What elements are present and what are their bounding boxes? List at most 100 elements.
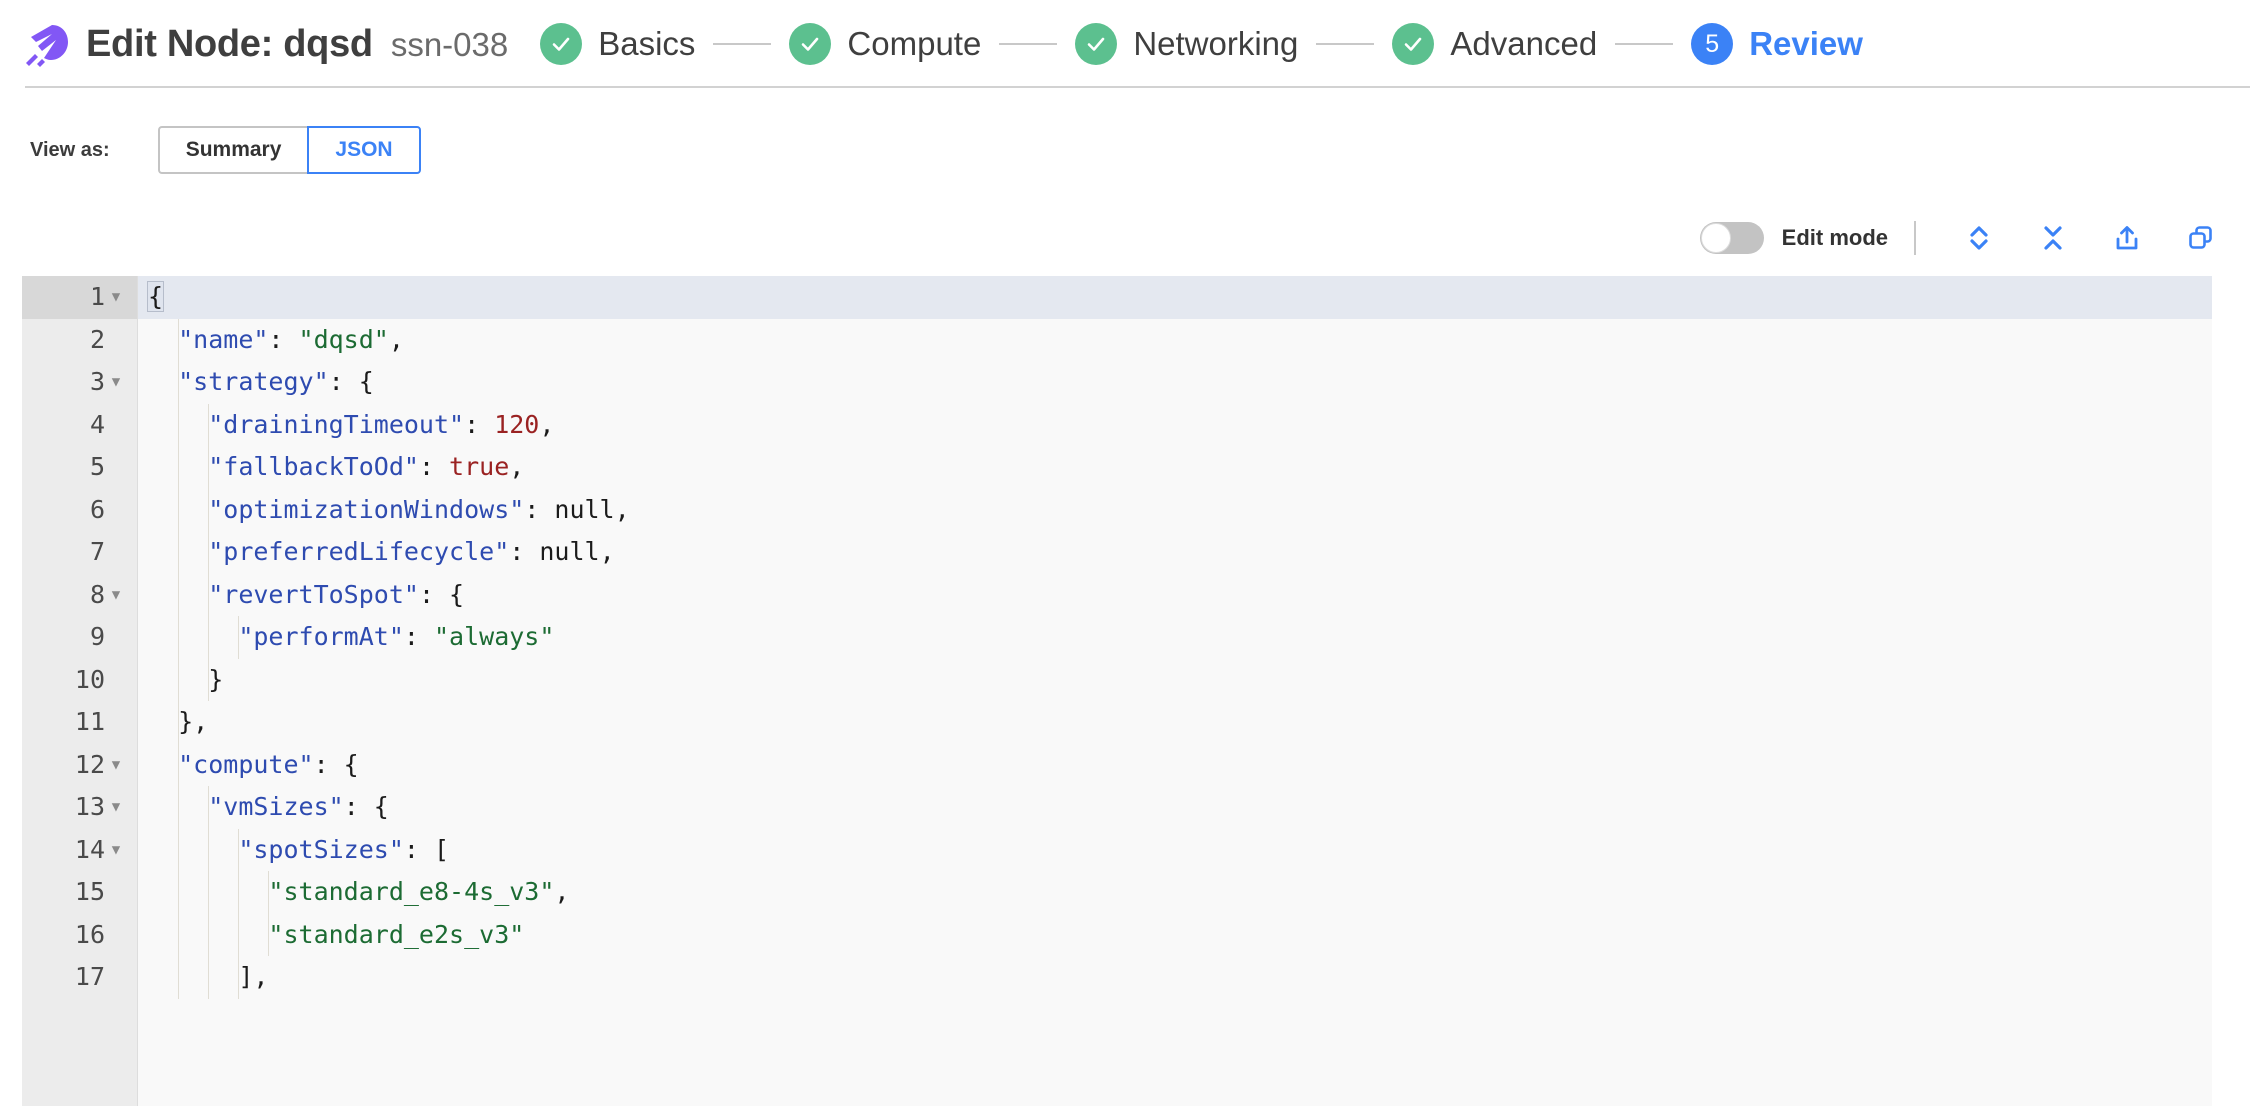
step-compute-label: Compute xyxy=(847,25,982,62)
editor-line-number: 14▼ xyxy=(22,829,137,872)
editor-code-line[interactable]: "fallbackToOd": true, xyxy=(138,446,2212,489)
code-token-punct: , xyxy=(554,877,570,906)
editor-code-line[interactable]: "strategy": { xyxy=(138,361,2212,404)
collapse-all-icon[interactable] xyxy=(2036,221,2070,255)
editor-line-number: 6▼ xyxy=(89,494,105,524)
code-token-punct: , xyxy=(509,452,525,481)
step-connector xyxy=(999,43,1058,45)
indent-guide xyxy=(178,403,180,446)
editor-code-line[interactable]: "standard_e8-4s_v3", xyxy=(138,871,2212,914)
indent-guide xyxy=(208,871,210,914)
json-editor[interactable]: 1▼2▼3▼4▼5▼6▼7▼8▼9▼10▼11▼12▼13▼14▼15▼16▼1… xyxy=(22,276,2212,1106)
code-token-str: "dqsd" xyxy=(298,324,389,354)
indent-guide xyxy=(208,658,210,701)
view-as-segmented-control[interactable]: Summary JSON xyxy=(157,126,421,174)
editor-code-area[interactable]: { "name": "dqsd", "strategy": { "drainin… xyxy=(138,276,2212,1106)
editor-line-number: 3▼ xyxy=(22,361,137,404)
editor-code-line[interactable]: }, xyxy=(138,701,2212,744)
code-token-str: "standard_e2s_v3" xyxy=(268,919,525,949)
editor-line-number-gutter[interactable]: 1▼2▼3▼4▼5▼6▼7▼8▼9▼10▼11▼12▼13▼14▼15▼16▼1… xyxy=(22,276,138,1106)
code-token-key: "strategy" xyxy=(178,367,329,396)
code-token-key: "drainingTimeout" xyxy=(208,409,465,439)
editor-code-line[interactable]: "preferredLifecycle": null, xyxy=(138,531,2212,574)
code-token-punct: { xyxy=(146,281,165,312)
editor-line-number: 2▼ xyxy=(89,324,105,354)
step-basics-label: Basics xyxy=(598,25,696,62)
step-networking-label: Networking xyxy=(1133,25,1299,62)
indent-guide xyxy=(208,446,210,489)
indent-guide xyxy=(178,871,180,914)
toolbar-divider xyxy=(1914,221,1916,255)
indent-guide xyxy=(178,956,180,999)
code-token-punct: : { xyxy=(313,749,359,779)
editor-code-line[interactable]: "standard_e2s_v3" xyxy=(138,913,2212,956)
indent-guide xyxy=(178,786,180,829)
step-networking[interactable]: Networking xyxy=(1075,23,1298,65)
indent-guide xyxy=(268,871,270,914)
indent-guide xyxy=(208,786,210,829)
step-connector xyxy=(1316,43,1375,45)
editor-line-number: 5▼ xyxy=(89,452,105,481)
view-as-summary-button[interactable]: Summary xyxy=(157,126,308,174)
indent-guide xyxy=(178,828,180,871)
code-token-key: "spotSizes" xyxy=(238,834,404,864)
code-token-key: "optimizationWindows" xyxy=(208,494,525,524)
editor-line-number: 11▼ xyxy=(74,707,105,736)
share-export-icon[interactable] xyxy=(2110,221,2144,255)
editor-code-line[interactable]: "compute": { xyxy=(138,743,2212,786)
step-compute[interactable]: Compute xyxy=(789,23,981,65)
code-token-key: "revertToSpot" xyxy=(208,579,419,609)
page-subtitle: ssn-038 xyxy=(390,25,509,63)
fold-toggle-icon[interactable]: ▼ xyxy=(111,289,121,305)
fold-toggle-icon[interactable]: ▼ xyxy=(111,756,121,773)
indent-guide xyxy=(178,616,180,659)
editor-code-line[interactable]: "performAt": "always" xyxy=(138,616,2212,659)
editor-code-line[interactable]: "vmSizes": { xyxy=(138,786,2212,829)
step-review-number: 5 xyxy=(1705,29,1720,58)
indent-guide xyxy=(178,361,180,404)
step-connector xyxy=(1615,43,1674,45)
view-as-row: View as: Summary JSON xyxy=(0,125,2250,175)
edit-mode-toggle[interactable] xyxy=(1699,222,1764,254)
edit-mode-label: Edit mode xyxy=(1781,225,1888,250)
fold-toggle-icon[interactable]: ▼ xyxy=(111,841,121,858)
editor-code-line[interactable]: "optimizationWindows": null, xyxy=(138,488,2212,531)
editor-line-number: 10▼ xyxy=(74,664,105,694)
code-token-key: "vmSizes" xyxy=(208,792,344,821)
code-token-punct: : { xyxy=(343,792,389,821)
fold-toggle-icon[interactable]: ▼ xyxy=(111,799,121,815)
step-review[interactable]: 5 Review xyxy=(1691,23,1863,65)
indent-guide xyxy=(178,658,180,701)
code-token-punct: : xyxy=(418,452,450,481)
fold-toggle-icon[interactable]: ▼ xyxy=(111,586,121,603)
editor-code-line[interactable]: "spotSizes": [ xyxy=(138,828,2212,871)
step-advanced-label: Advanced xyxy=(1450,25,1598,62)
editor-code-line[interactable]: { xyxy=(138,276,2212,319)
editor-code-line[interactable]: "revertToSpot": { xyxy=(138,573,2212,616)
code-token-bool: true xyxy=(449,452,510,481)
editor-code-line[interactable]: "drainingTimeout": 120, xyxy=(138,403,2212,446)
title-block: Edit Node: dqsd ssn-038 xyxy=(86,23,508,66)
step-advanced[interactable]: Advanced xyxy=(1392,23,1597,65)
view-as-label: View as: xyxy=(30,138,110,161)
step-review-label: Review xyxy=(1749,25,1863,62)
editor-code-line[interactable]: "name": "dqsd", xyxy=(138,318,2212,361)
code-token-punct: , xyxy=(388,324,404,354)
comet-logo-icon xyxy=(22,20,70,68)
indent-guide xyxy=(208,913,210,956)
editor-line-number: 9▼ xyxy=(89,622,105,651)
code-token-punct: ], xyxy=(238,962,269,991)
code-token-null: null xyxy=(554,494,615,524)
check-icon xyxy=(552,37,570,51)
view-as-json-button[interactable]: JSON xyxy=(307,126,421,174)
fold-toggle-icon[interactable]: ▼ xyxy=(111,374,121,390)
code-token-punct: , xyxy=(599,537,615,566)
expand-all-icon[interactable] xyxy=(1962,221,1996,255)
editor-code-line[interactable]: } xyxy=(138,658,2212,701)
wizard-stepper: Basics Compute Networking Advanced xyxy=(540,23,2250,65)
step-review-circle: 5 xyxy=(1691,23,1734,65)
step-compute-circle xyxy=(789,23,832,65)
copy-icon[interactable] xyxy=(2184,221,2218,255)
editor-code-line[interactable]: ], xyxy=(138,956,2212,999)
step-basics[interactable]: Basics xyxy=(540,23,695,65)
